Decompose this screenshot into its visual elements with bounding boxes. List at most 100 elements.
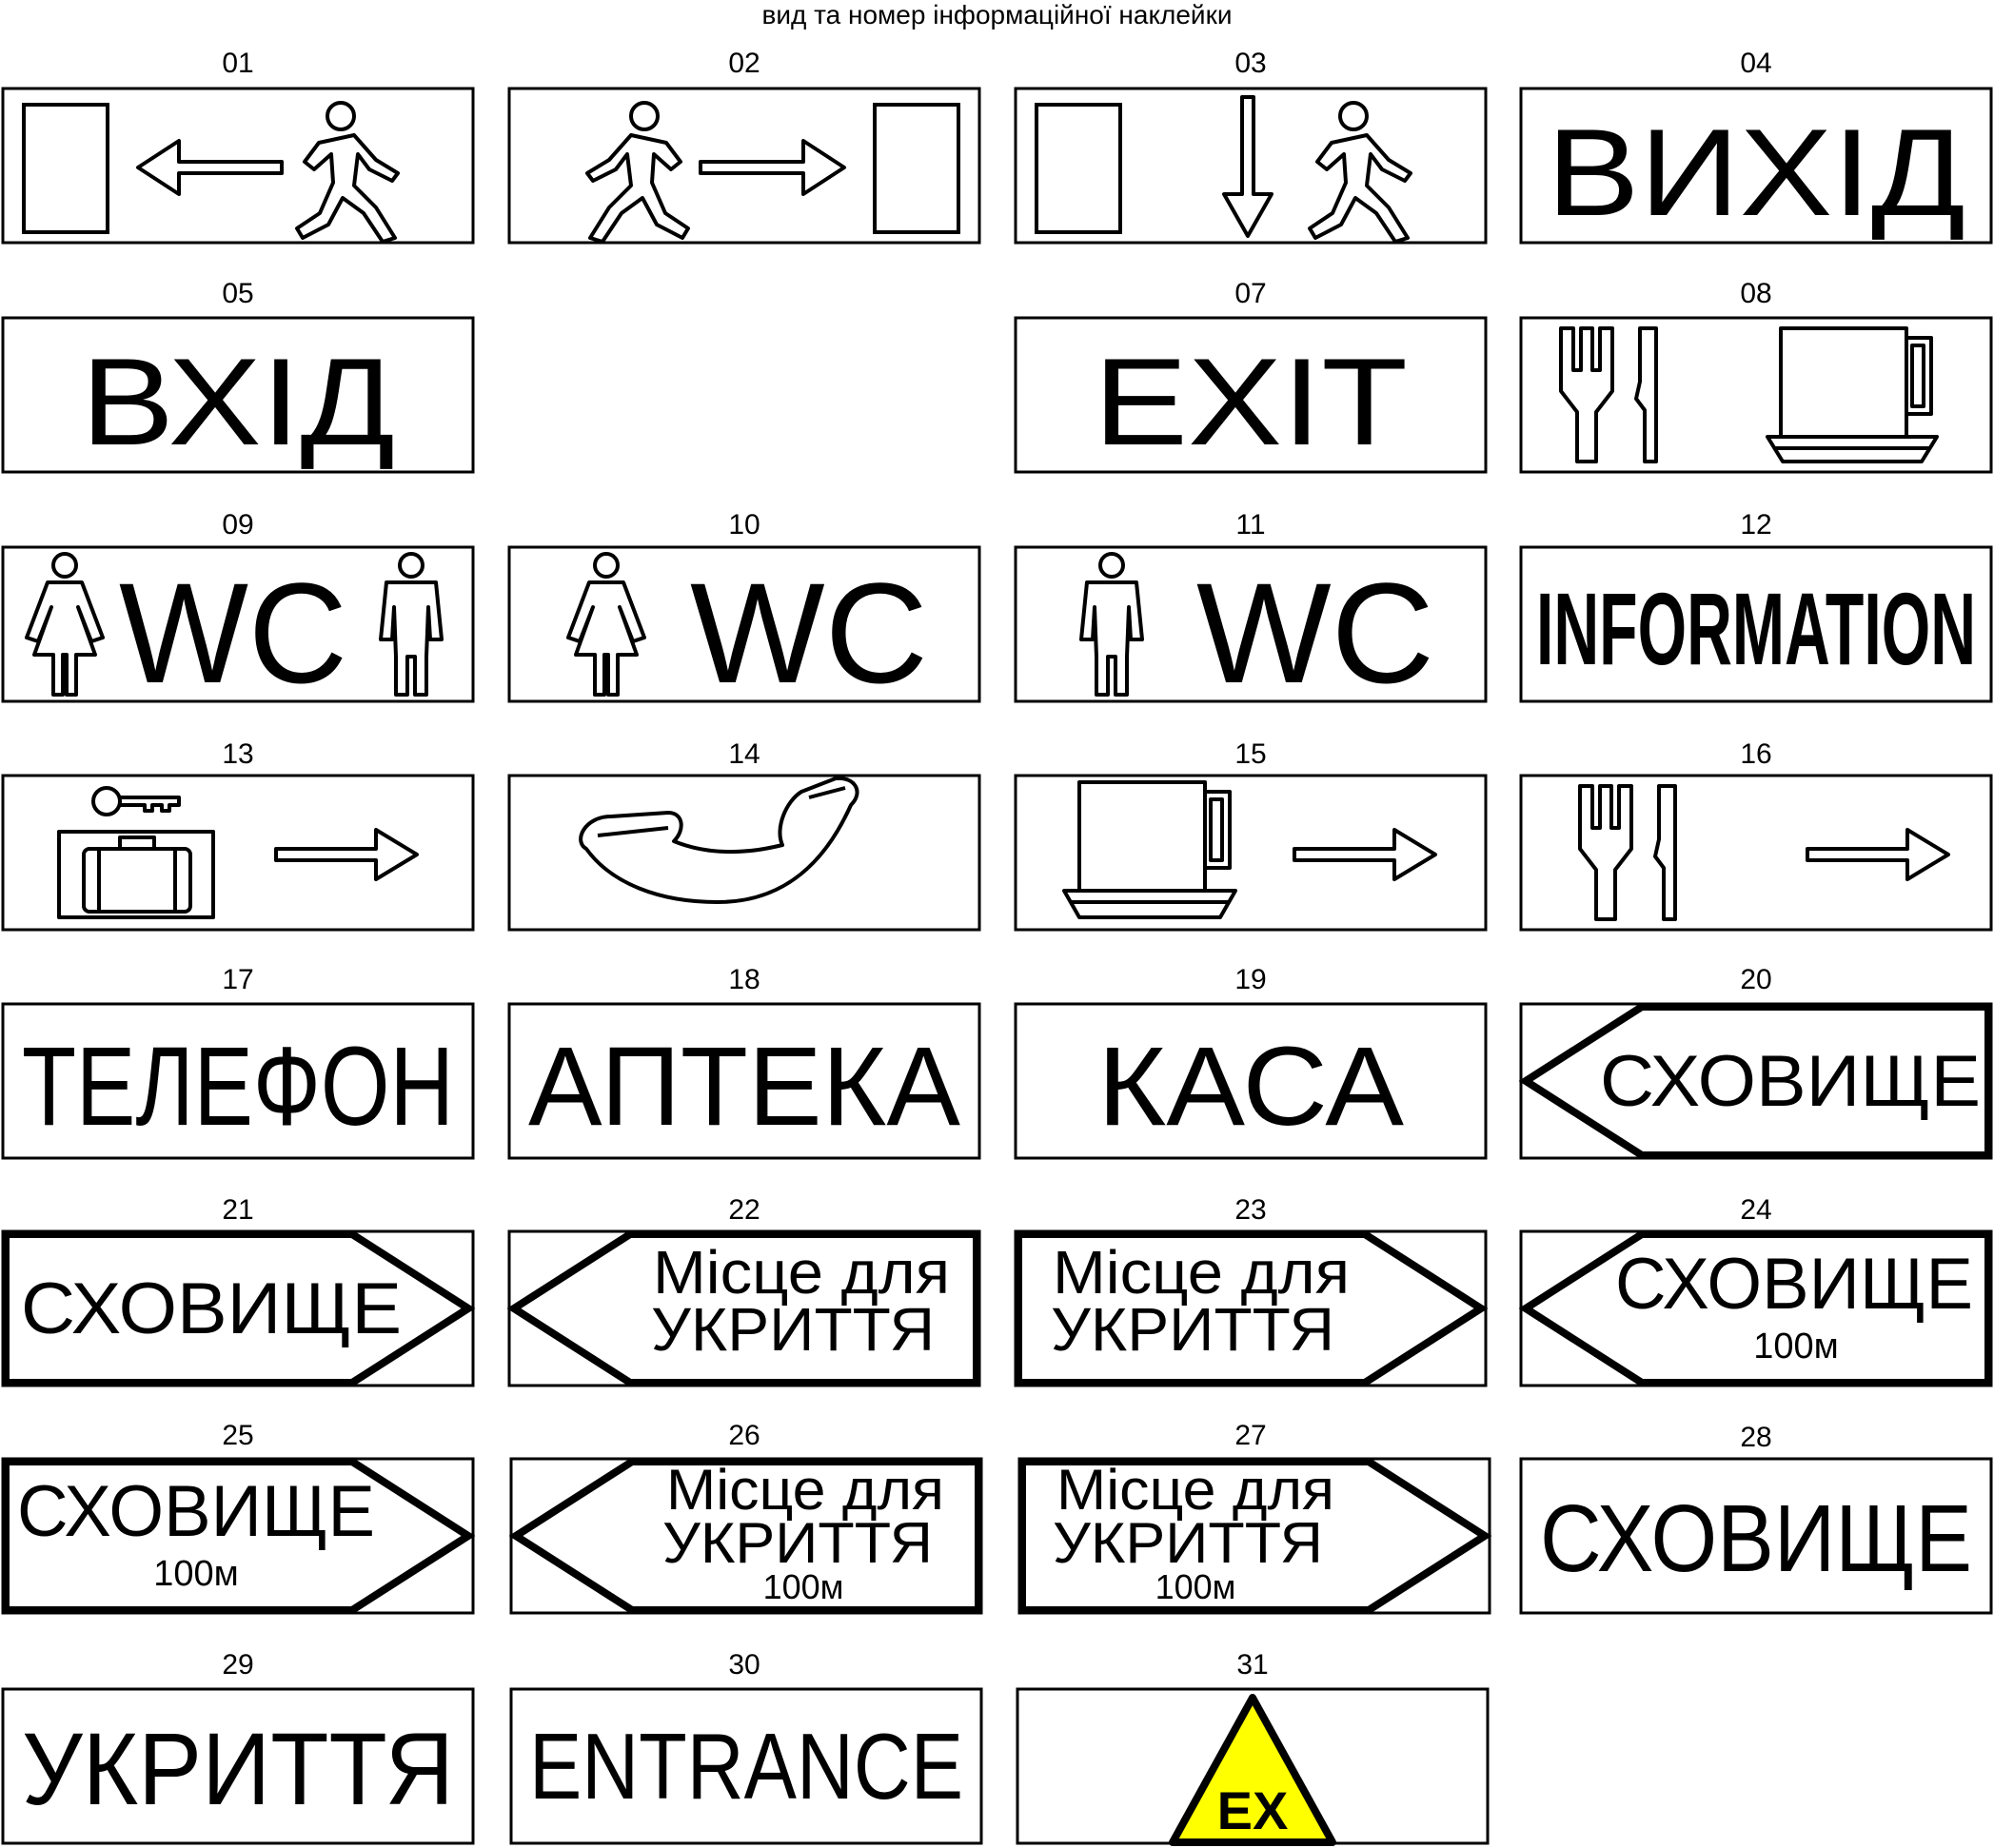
sign-text: INFORMATION: [1536, 571, 1976, 686]
sign-15: [1013, 773, 1489, 933]
sign-text-line1: Місце для: [666, 1458, 944, 1522]
sign-17: ТЕЛЕФОН: [0, 1001, 476, 1161]
sign-number: 21: [222, 1194, 254, 1226]
luggage-icon: [57, 830, 215, 919]
door-icon: [1035, 103, 1122, 234]
sign-28: СХОВИЩЕ: [1518, 1456, 1994, 1616]
sign-29: УКРИТТЯ: [0, 1686, 476, 1846]
running-man-icon: [1308, 101, 1412, 244]
sign-text: АПТЕКА: [528, 1024, 960, 1150]
arrow-right-shape: [1018, 1458, 1492, 1614]
knife-icon: [1634, 326, 1658, 463]
arrow-right-shape: [2, 1458, 476, 1614]
sign-30: ENTRANCE: [508, 1686, 984, 1846]
sign-text: КАСА: [1097, 1024, 1404, 1150]
arrow-left-shape: [1518, 1003, 1992, 1159]
sign-distance: 100м: [763, 1567, 844, 1606]
sign-10: WC: [506, 544, 982, 704]
sign-number: 30: [728, 1649, 760, 1681]
sign-text: ТЕЛЕФОН: [22, 1024, 454, 1150]
woman-icon: [566, 552, 646, 697]
sign-distance: 100м: [1753, 1327, 1839, 1366]
sign-27: Місце для УКРИТТЯ 100м: [1017, 1456, 1492, 1616]
sign-number: 05: [222, 278, 254, 309]
sign-number: 08: [1740, 278, 1772, 309]
sign-18: АПТЕКА: [506, 1001, 982, 1161]
sign-text: СХОВИЩЕ: [1540, 1485, 1972, 1592]
sign-23: Місце для УКРИТТЯ: [1013, 1229, 1489, 1388]
arrow-left-shape: [506, 1230, 980, 1386]
sign-number: 10: [728, 509, 760, 541]
running-man-icon: [585, 101, 690, 244]
sign-09: WC: [0, 544, 476, 704]
arrow-left-icon: [136, 139, 284, 196]
sign-number: 11: [1235, 509, 1266, 541]
sign-number: 26: [728, 1420, 760, 1451]
door-icon: [873, 103, 960, 234]
sign-number: 12: [1740, 509, 1772, 541]
sign-25: СХОВИЩЕ 100м: [0, 1456, 476, 1616]
man-icon: [379, 552, 444, 697]
sign-number: 13: [222, 738, 254, 770]
sign-text: УКРИТТЯ: [22, 1711, 454, 1826]
sign-distance: 100м: [1155, 1567, 1236, 1606]
sign-number: 17: [222, 964, 254, 995]
sign-number: 25: [222, 1420, 254, 1451]
sign-number: 03: [1234, 48, 1267, 79]
fork-icon: [1578, 784, 1633, 921]
sign-21: СХОВИЩЕ: [0, 1229, 476, 1388]
sign-14: [506, 773, 982, 933]
arrow-right-icon: [1806, 828, 1950, 881]
sign-number: 23: [1234, 1194, 1267, 1226]
page-title: вид та номер інформаційної наклейки: [761, 0, 1233, 29]
sign-text: СХОВИЩЕ: [1600, 1041, 1981, 1122]
sign-number: 18: [728, 964, 760, 995]
arrow-right-shape: [1015, 1230, 1489, 1386]
sign-text-line2: УКРИТТЯ: [651, 1295, 935, 1364]
sign-text: EXIT: [1094, 332, 1408, 471]
sign-number: 09: [222, 509, 254, 541]
sign-text: СХОВИЩЕ: [17, 1471, 375, 1552]
sign-04: ВИХІД: [1518, 86, 1994, 246]
sign-number: 15: [1234, 738, 1267, 770]
sign-number: 02: [728, 48, 760, 79]
sign-13: [0, 773, 476, 933]
sign-text-line2: УКРИТТЯ: [1051, 1295, 1334, 1364]
sign-number: 01: [222, 48, 254, 79]
man-icon: [1079, 552, 1144, 697]
sign-number: 24: [1740, 1194, 1772, 1226]
sign-number: 04: [1740, 48, 1772, 79]
sign-text: WC: [1196, 553, 1434, 704]
sign-number: 27: [1234, 1420, 1267, 1451]
sign-05: ВХІД: [0, 315, 476, 475]
sign-text-line2: УКРИТТЯ: [1053, 1511, 1323, 1575]
sign-text: EX: [1217, 1780, 1289, 1840]
sign-number: 29: [222, 1649, 254, 1681]
arrow-right-shape: [2, 1230, 476, 1386]
sign-16: [1518, 773, 1994, 933]
fork-icon: [1559, 326, 1614, 463]
sign-11: WC: [1013, 544, 1489, 704]
arrow-down-icon: [1222, 95, 1273, 238]
sign-text: WC: [690, 553, 928, 704]
sign-22: Місце для УКРИТТЯ: [506, 1229, 982, 1388]
sign-text: ВХІД: [81, 332, 395, 471]
sign-number: 22: [728, 1194, 760, 1226]
sign-number: 31: [1236, 1649, 1269, 1681]
arrow-right-icon: [699, 139, 846, 196]
running-man-icon: [295, 101, 400, 244]
explosion-warning-icon: [1169, 1694, 1336, 1846]
coffee-cup-icon: [1062, 780, 1237, 919]
sign-03: [1013, 86, 1489, 246]
door-icon: [22, 103, 109, 234]
phone-handset-icon: [579, 776, 859, 904]
sign-text-line2: УКРИТТЯ: [662, 1511, 933, 1575]
sign-12: INFORMATION: [1518, 544, 1994, 704]
sign-01: [0, 86, 476, 246]
knife-icon: [1653, 784, 1677, 921]
coffee-cup-icon: [1766, 326, 1939, 463]
sign-text: ВИХІД: [1547, 103, 1965, 242]
arrow-right-icon: [274, 828, 419, 881]
sign-distance: 100м: [153, 1554, 239, 1594]
sign-text-line1: Місце для: [1053, 1238, 1350, 1307]
